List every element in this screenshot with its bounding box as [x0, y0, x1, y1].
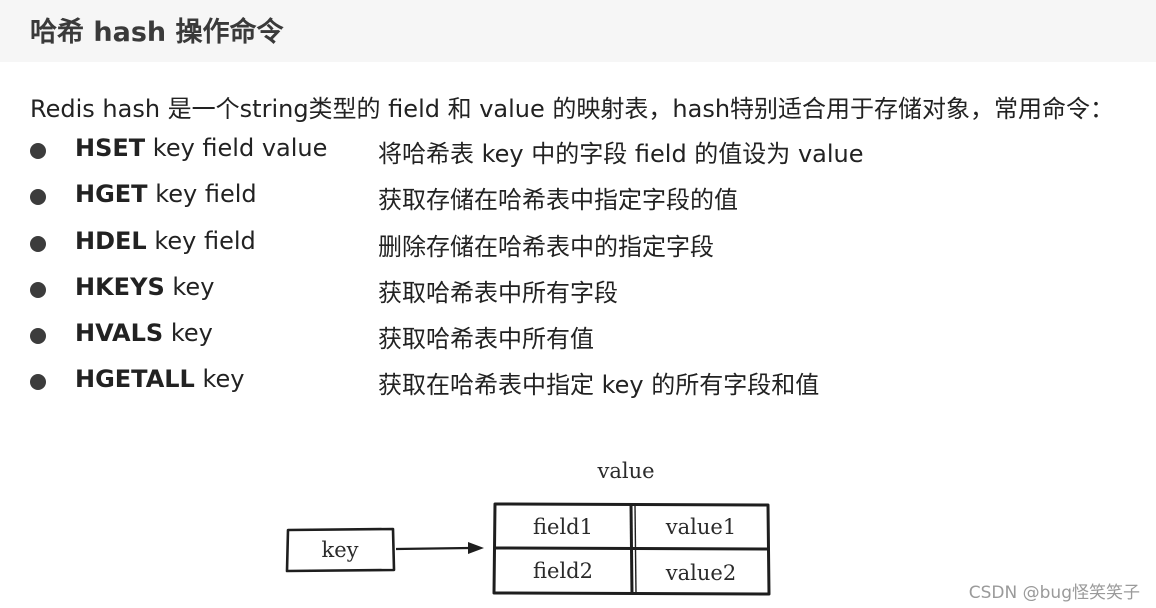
command-syntax: HSET key field value [75, 134, 327, 162]
command-description: 获取哈希表中所有值 [378, 325, 594, 354]
command-syntax: HGET key field [75, 180, 257, 208]
bullet-icon [30, 281, 46, 298]
bullet-icon [30, 374, 46, 391]
command-item-hkeys: HKEYS key 获取哈希表中所有字段 [0, 269, 1156, 315]
bullet-icon [30, 328, 46, 345]
command-args: key field [146, 226, 256, 255]
command-name: HGET [75, 180, 148, 209]
command-args: key field value [145, 134, 328, 162]
command-description: 获取哈希表中所有字段 [378, 278, 618, 307]
command-item-hgetall: HGETALL key 获取在哈希表中指定 key 的所有字段和值 [0, 361, 1156, 407]
hash-table-col-divider [634, 504, 637, 594]
bullet-icon [30, 143, 46, 159]
command-item-hset: HSET key field value 将哈希表 key 中的字段 field… [0, 130, 1156, 176]
command-name: HGETALL [75, 365, 195, 394]
key-label: key [321, 538, 358, 562]
command-item-hvals: HVALS key 获取哈希表中所有值 [0, 315, 1156, 361]
hash-table-col-divider [629, 503, 634, 595]
field1-cell: field1 [533, 515, 593, 539]
command-args: key [194, 365, 245, 394]
command-name: HVALS [75, 319, 164, 348]
value2-cell: value2 [665, 561, 736, 585]
command-syntax: HGETALL key [75, 365, 245, 393]
command-args: key [163, 319, 213, 348]
command-name: HDEL [75, 226, 147, 255]
arrow-head-icon [468, 542, 484, 554]
title-band: 哈希 hash 操作命令 [0, 0, 1156, 62]
key-box [285, 527, 396, 573]
command-description: 将哈希表 key 中的字段 field 的值设为 value [378, 140, 864, 168]
bullet-icon [30, 235, 46, 252]
command-args: key field [147, 180, 257, 209]
page-title: 哈希 hash 操作命令 [30, 17, 284, 48]
command-syntax: HDEL key field [75, 227, 256, 255]
command-list: HSET key field value 将哈希表 key 中的字段 field… [0, 130, 1156, 408]
value-label: value [596, 459, 654, 483]
value1-cell: value1 [665, 515, 736, 539]
intro-paragraph: Redis hash 是一个string类型的 field 和 value 的映… [30, 95, 1115, 123]
command-name: HKEYS [75, 272, 165, 301]
command-syntax: HKEYS key [75, 273, 214, 301]
command-syntax: HVALS key [75, 319, 213, 347]
command-name: HSET [75, 134, 146, 162]
command-description: 获取在哈希表中指定 key 的所有字段和值 [378, 371, 820, 400]
command-description: 删除存储在哈希表中的指定字段 [378, 232, 714, 261]
command-item-hdel: HDEL key field 删除存储在哈希表中的指定字段 [0, 223, 1156, 269]
command-args: key [164, 272, 215, 301]
command-item-hget: HGET key field 获取存储在哈希表中指定字段的值 [0, 176, 1156, 222]
field2-cell: field2 [533, 559, 593, 583]
hash-table-outline [492, 502, 771, 596]
command-description: 获取存储在哈希表中指定字段的值 [378, 186, 738, 215]
watermark: CSDN @bug怪笑笑子 [968, 583, 1140, 603]
arrow-line [395, 546, 471, 551]
bullet-icon [30, 189, 46, 206]
hash-diagram: value key field1 value1 field2 value2 [285, 459, 771, 596]
